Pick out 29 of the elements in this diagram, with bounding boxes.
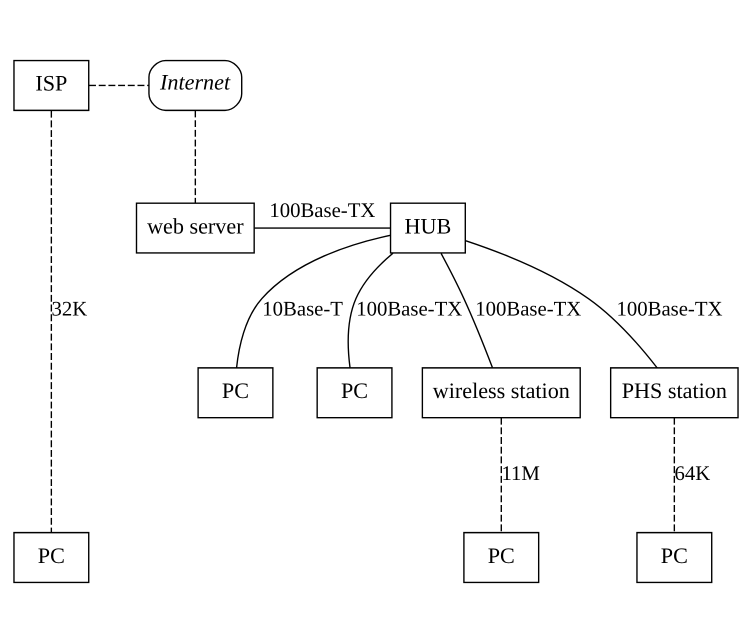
connector	[254, 226, 390, 228]
edge-label: 100Base-TX	[616, 298, 723, 320]
edge-label: 100Base-TX	[356, 298, 462, 320]
node-box: PC	[636, 531, 712, 583]
node-box: ISP	[13, 59, 90, 111]
connector	[674, 417, 676, 532]
connector	[466, 240, 658, 368]
connector	[348, 252, 394, 368]
edge-label: 11M	[501, 462, 540, 485]
node-box: Internet	[148, 59, 242, 111]
edge-label: 32K	[51, 298, 88, 320]
edge-label: 10Base-T	[262, 298, 343, 320]
node-box: wireless station	[422, 366, 581, 418]
edge-label: 100Base-TX	[269, 199, 376, 222]
connector	[89, 84, 149, 86]
node-box: PC	[316, 366, 393, 418]
node-box: HUB	[390, 202, 466, 254]
connector	[500, 417, 502, 532]
node-box: PC	[13, 531, 90, 583]
node-box: web server	[136, 202, 255, 254]
edge-label: 100Base-TX	[475, 298, 582, 320]
connector	[50, 110, 52, 532]
connector	[194, 110, 196, 202]
edge-label: 64K	[674, 462, 710, 485]
connector	[440, 252, 494, 368]
connector	[236, 234, 391, 368]
node-box: PC	[197, 366, 274, 418]
node-box: PHS station	[610, 366, 739, 418]
node-box: PC	[463, 531, 540, 583]
